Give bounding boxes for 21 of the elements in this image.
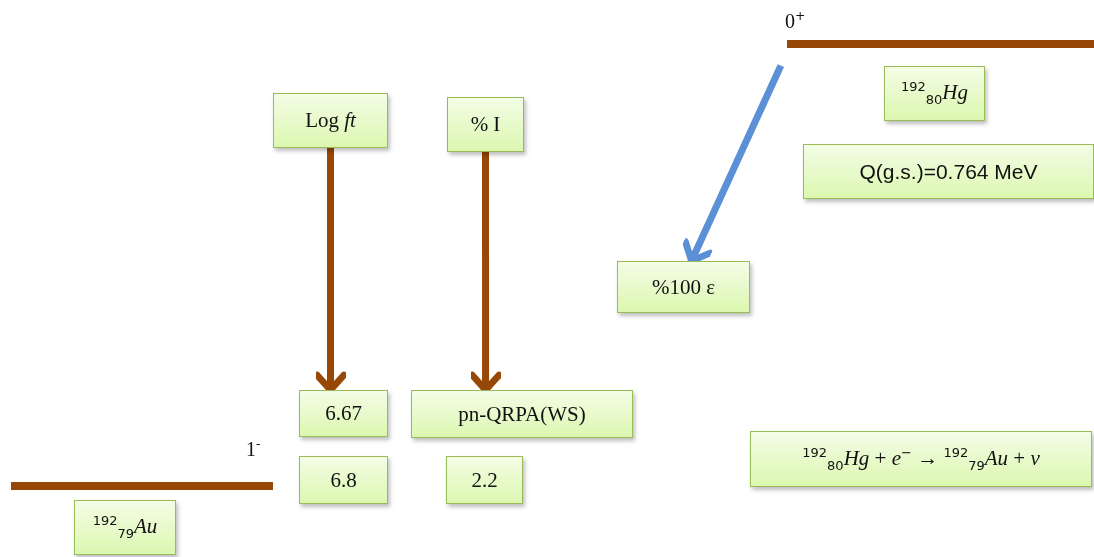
label-box bbox=[446, 456, 523, 504]
box-text: pn-QRPA(WS) bbox=[458, 401, 586, 427]
box-text: 2.2 bbox=[471, 467, 498, 493]
spin-parity-label: 0$^{+}$ bbox=[785, 8, 806, 33]
label-box bbox=[617, 261, 750, 313]
box-text: % I bbox=[470, 112, 501, 137]
label-box bbox=[74, 500, 176, 555]
box-text: Q(g.s.)=0.764 MeV bbox=[859, 159, 1038, 184]
label-box bbox=[299, 456, 388, 504]
spin-parity-label: 1$^{-}$ bbox=[246, 436, 261, 461]
label-box bbox=[299, 390, 388, 437]
box-text: Log ft bbox=[305, 108, 356, 133]
label-box bbox=[273, 93, 388, 148]
label-box bbox=[411, 390, 633, 438]
label-box bbox=[447, 97, 524, 152]
box-text: 6.8 bbox=[330, 467, 357, 493]
box-text: 6.67 bbox=[325, 401, 362, 426]
box-text: %100 ε bbox=[651, 274, 716, 300]
label-box bbox=[750, 431, 1092, 487]
label-box bbox=[884, 66, 985, 121]
label-box bbox=[803, 144, 1094, 199]
